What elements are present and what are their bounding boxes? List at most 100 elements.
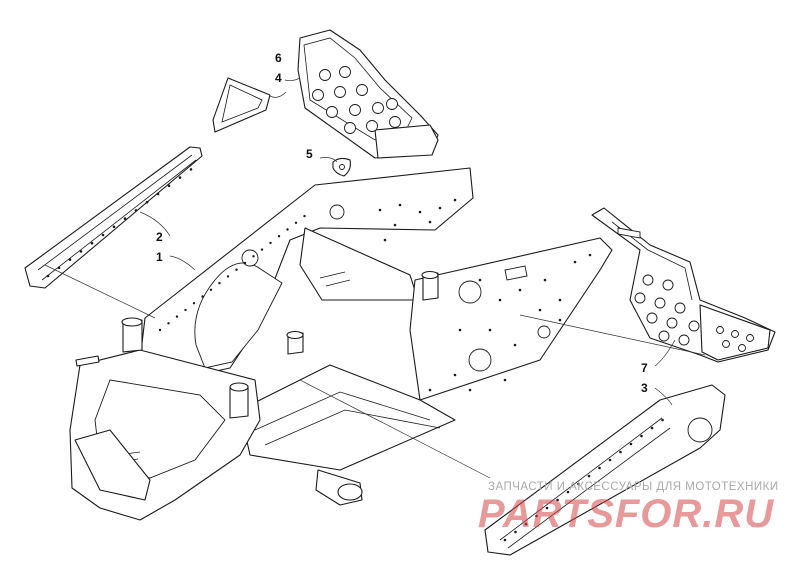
part-6-footrest-plate <box>297 29 439 159</box>
rivet-hole <box>101 233 105 237</box>
rivet-hole <box>123 217 127 220</box>
rivet-hole <box>514 530 517 534</box>
rivet-hole <box>650 426 654 430</box>
rivet-hole <box>134 209 138 212</box>
callout-5: 5 <box>306 147 313 161</box>
rivet-hole <box>303 214 306 218</box>
rivet-hole <box>260 248 264 251</box>
rivet-hole <box>79 250 83 253</box>
part-2-side-rail <box>24 146 203 289</box>
lightening-hole <box>319 69 331 81</box>
lightening-hole <box>389 116 401 128</box>
rivet-hole <box>588 253 592 257</box>
lightening-hole <box>334 86 346 98</box>
watermark-tagline: ЗАПЧАСТИ И АКСЕССУАРЫ ДЛЯ МОТОТЕХНИКИ <box>488 481 779 493</box>
rivet-hole <box>577 482 580 486</box>
rivet-hole <box>619 450 622 454</box>
rivet-hole <box>189 168 193 171</box>
rivet-hole <box>393 223 397 227</box>
rivet-hole <box>468 388 472 392</box>
rivet-hole <box>243 261 247 265</box>
rivet-hole <box>226 275 230 278</box>
rivet-hole <box>192 302 196 305</box>
leader-lines <box>44 77 706 479</box>
rivet-hole <box>156 192 160 196</box>
rivet-hole <box>587 474 591 478</box>
rivet-hole <box>518 288 522 292</box>
rivet-hole <box>503 378 507 382</box>
rivet-hole <box>269 241 272 245</box>
rivet-hole <box>556 498 559 502</box>
lightening-hole <box>339 66 351 78</box>
rivet-hole <box>438 206 442 210</box>
rivet-hole <box>545 506 549 510</box>
callout-1: 1 <box>156 250 163 264</box>
rivet-hole <box>488 328 492 332</box>
lightening-hole <box>344 122 356 134</box>
rivet-hole <box>218 281 221 285</box>
rivet-hole <box>543 278 547 282</box>
part-4-bracket <box>212 77 271 133</box>
rivet-hole <box>383 238 387 242</box>
lightening-hole <box>662 279 674 291</box>
part-5-clip <box>332 157 351 177</box>
rivet-hole <box>145 200 149 204</box>
lightening-hole <box>312 89 324 101</box>
rivet-hole <box>558 298 562 302</box>
lightening-hole <box>634 292 646 304</box>
watermark-logo: PARTSFOR.RU <box>478 492 775 536</box>
rivet-hole <box>608 458 612 462</box>
lightening-hole <box>349 104 361 116</box>
rivet-hole <box>235 268 238 271</box>
part-3-lower-rail <box>484 384 726 556</box>
lightening-hole <box>688 320 700 332</box>
lightening-hole <box>716 326 724 334</box>
rivet-hole <box>598 466 601 470</box>
lightening-hole <box>356 84 368 96</box>
rivet-hole <box>418 210 422 214</box>
rivet-hole <box>167 322 170 325</box>
rivet-hole <box>46 274 50 278</box>
lightening-hole <box>738 344 746 352</box>
rivet-hole <box>503 538 507 542</box>
lightening-hole <box>746 334 754 342</box>
rivet-hole <box>428 388 432 392</box>
rivet-hole <box>524 522 528 526</box>
rivet-hole <box>178 176 182 179</box>
lightening-hole <box>666 317 678 329</box>
lightening-hole <box>722 340 730 348</box>
callout-labels: 6 4 5 2 1 7 3 <box>156 51 648 395</box>
callout-6: 6 <box>275 51 282 65</box>
part-7-footrest-plate <box>591 207 776 363</box>
rivet-hole <box>513 343 517 347</box>
rivet-hole <box>112 225 116 229</box>
part-1-main-frame <box>69 167 613 521</box>
lightening-hole <box>642 274 654 286</box>
rivet-hole <box>538 308 542 312</box>
rivet-hole <box>458 328 462 332</box>
rivet-hole <box>277 235 281 238</box>
rivet-hole <box>158 328 162 332</box>
callout-3: 3 <box>641 381 648 395</box>
callout-7: 7 <box>641 361 648 375</box>
rivet-hole <box>535 514 538 518</box>
rivet-hole <box>184 308 187 312</box>
rivet-hole <box>286 228 289 231</box>
rivet-hole <box>294 221 298 224</box>
rivet-hole <box>640 434 643 438</box>
rivet-hole <box>252 255 255 258</box>
rivet-hole <box>629 442 633 446</box>
rivet-hole <box>661 418 664 422</box>
rivet-hole <box>453 198 457 202</box>
rivet-hole <box>566 490 570 494</box>
rivet-hole <box>498 298 502 302</box>
lightening-hole <box>674 302 686 314</box>
lightening-hole <box>731 330 739 338</box>
rivet-hole <box>68 258 72 261</box>
lightening-hole <box>366 120 378 132</box>
lightening-hole <box>326 106 338 118</box>
rivet-hole <box>167 184 171 188</box>
rivet-hole <box>201 295 204 298</box>
rivet-hole <box>428 220 432 224</box>
callout-4: 4 <box>275 71 282 85</box>
